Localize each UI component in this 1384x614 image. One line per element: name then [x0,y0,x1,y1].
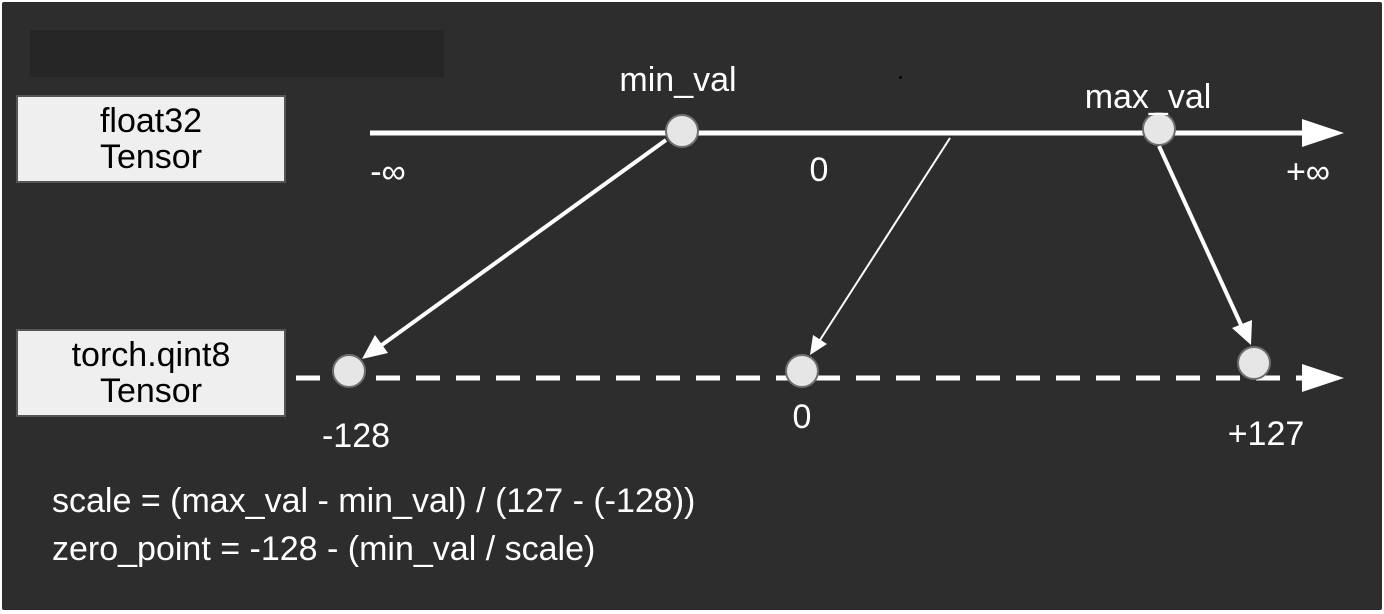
qint-zero-label: 0 [792,398,812,436]
title-placeholder-bar [30,30,444,77]
min-mapping-arrowhead [362,335,388,359]
min-val-point [665,114,699,148]
min-mapping-arrow-shaft [377,138,668,349]
zero-mapping-arrowhead [810,335,827,355]
float32-tensor-box: float32 Tensor [16,95,286,183]
zero-mapping-arrow-shaft [819,137,951,341]
float32-axis-arrowhead [1302,119,1344,147]
zero-point-formula: zero_point = -128 - (min_val / scale) [52,530,596,568]
qint8-tensor-box: torch.qint8 Tensor [16,329,286,417]
qint-min-point [332,354,366,388]
max-mapping-arrow-shaft [1157,145,1244,328]
qint8-box-line1: torch.qint8 [71,336,231,374]
float32-axis [370,119,1344,147]
mapping-arrows [362,137,1252,359]
qint-zero-point [785,354,819,388]
scale-formula: scale = (max_val - min_val) / (127 - (-1… [52,482,696,520]
pos-infinity-label: +∞ [1285,153,1331,191]
max-val-point [1142,112,1176,146]
qint8-axis-arrowhead [1302,364,1344,392]
float-zero-label: 0 [809,151,829,189]
qint8-axis [296,364,1344,392]
qint8-box-line2: Tensor [99,372,203,410]
min-val-label: min_val [619,61,737,99]
qint-max-point [1237,346,1271,380]
qint-max-label: +127 [1227,415,1305,453]
neg-infinity-label: -∞ [370,153,406,191]
qint-min-label: -128 [321,417,391,455]
axis-points [332,112,1271,388]
float32-box-line2: Tensor [99,138,203,176]
max-val-label: max_val [1084,78,1212,116]
float32-box-line1: float32 [99,102,203,140]
max-mapping-arrowhead [1232,320,1252,345]
stray-dot [899,76,902,79]
